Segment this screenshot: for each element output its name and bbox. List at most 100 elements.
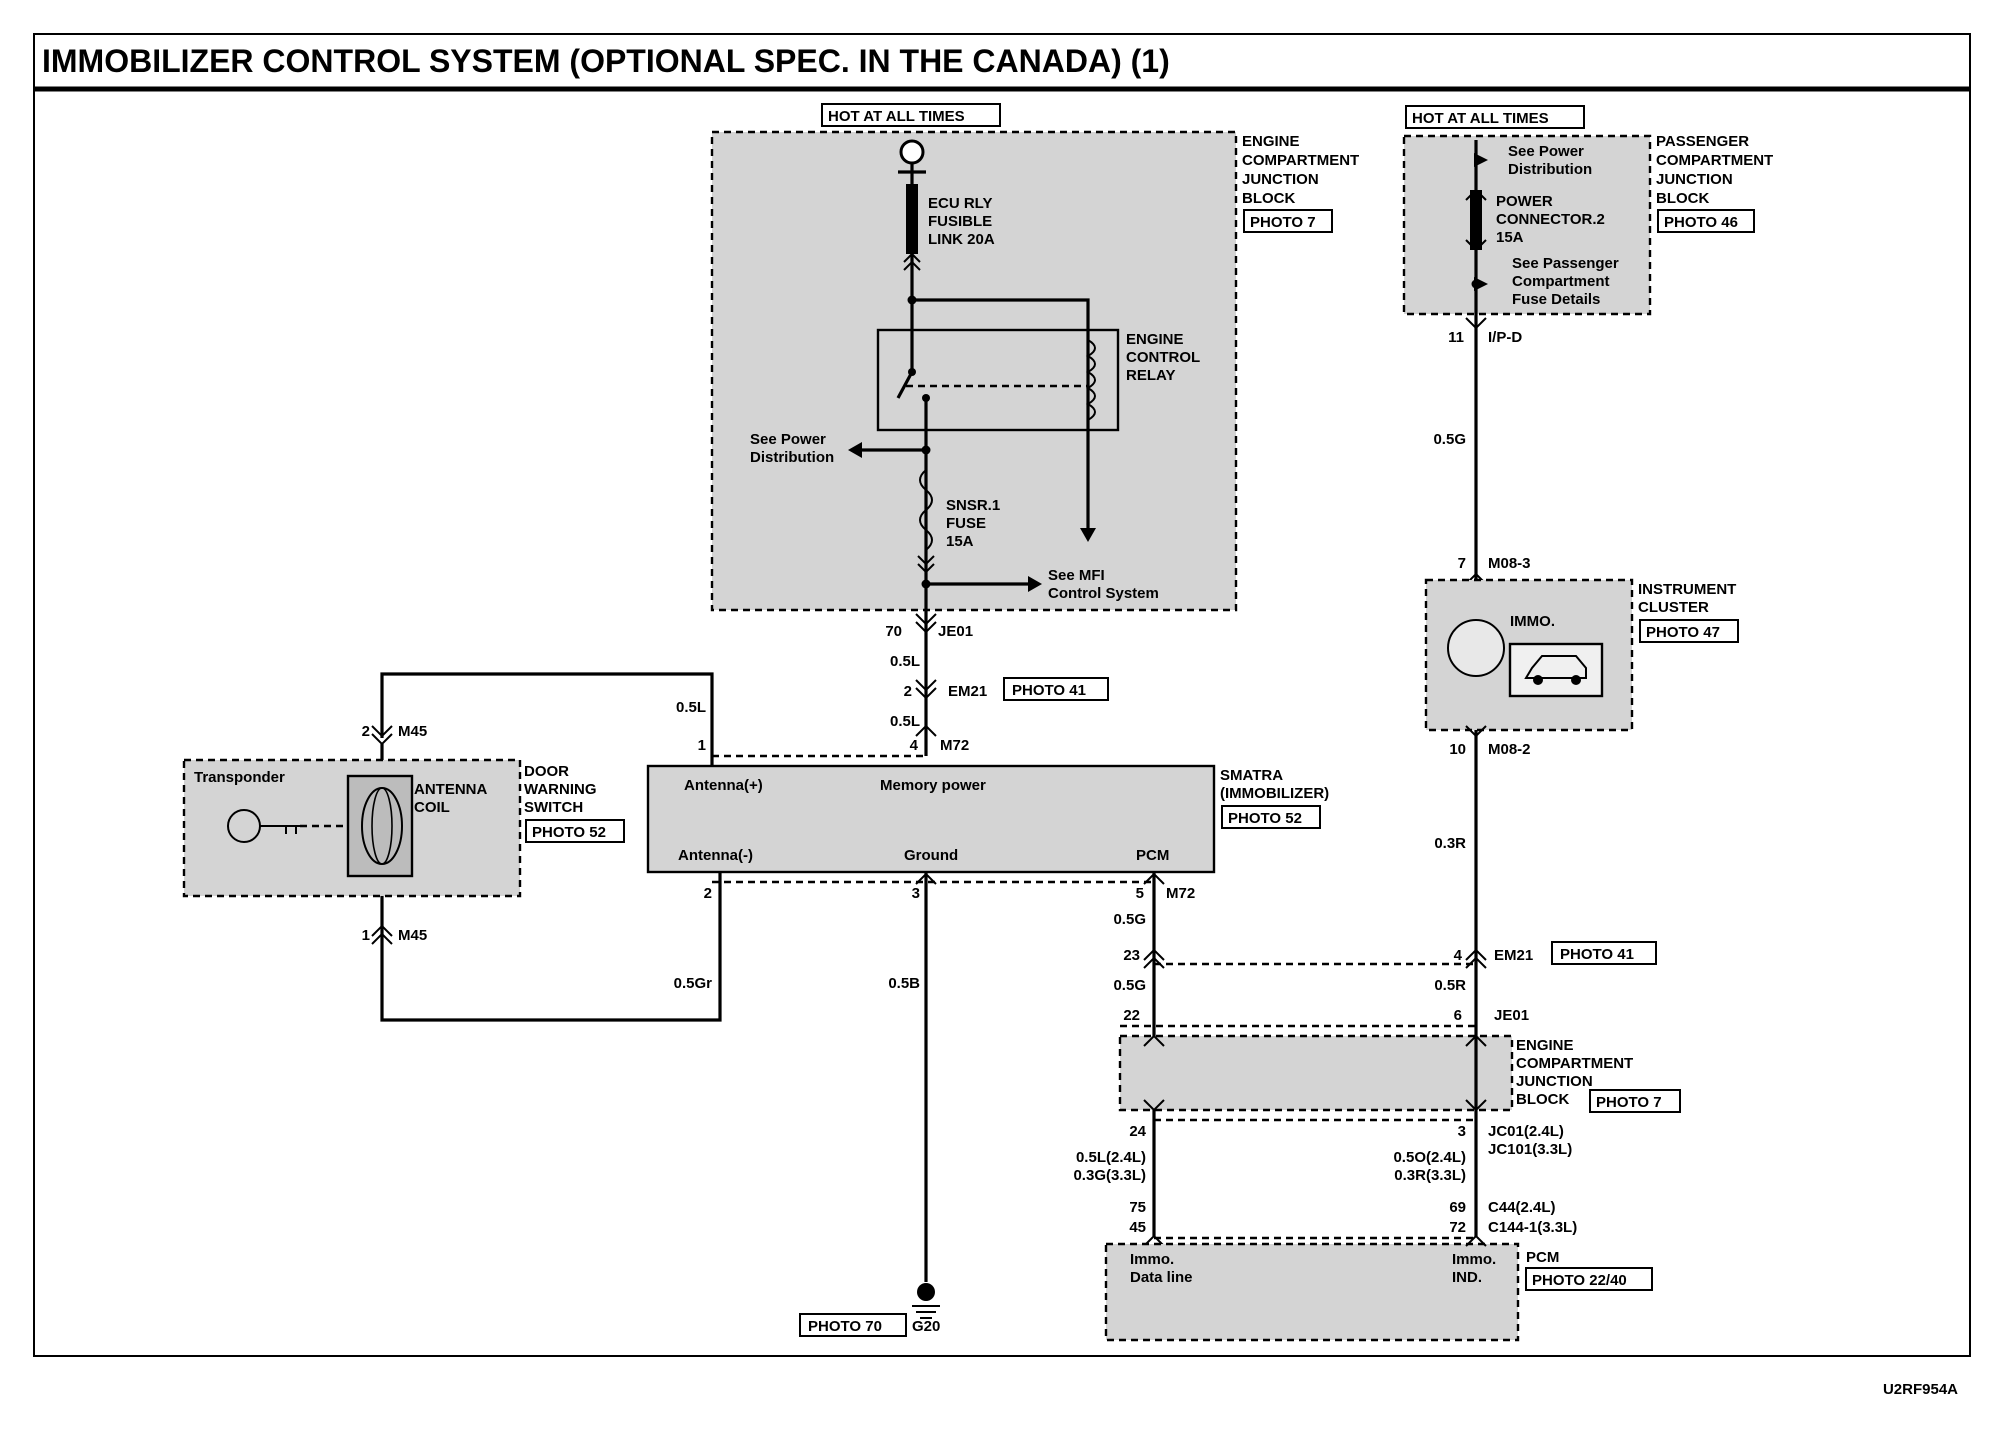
- relay-coil-icon: [1085, 339, 1096, 421]
- engine-jb-photo: PHOTO 7: [1250, 214, 1316, 231]
- smatra-pin-ground: Ground: [904, 847, 958, 864]
- wire-05B: 0.5B: [888, 975, 920, 992]
- conn-pcm-45: 45: [1129, 1219, 1146, 1236]
- conn-m08-10: M08-2: [1488, 741, 1531, 758]
- pcm-module: [1106, 1244, 1518, 1340]
- svg-text:See Power: See Power: [750, 431, 826, 448]
- hot-at-all-times-tag-left: [821, 103, 1001, 127]
- transponder-label: Transponder: [194, 769, 285, 786]
- conn-m72-4-pin: 4: [910, 737, 919, 754]
- svg-text:Compartment: Compartment: [1512, 273, 1610, 290]
- conn-em21-4-pin: 4: [1454, 947, 1463, 964]
- conn-pcm-75: 75: [1129, 1199, 1146, 1216]
- conn-c44: C44(2.4L): [1488, 1199, 1556, 1216]
- svg-text:ENGINE: ENGINE: [1242, 133, 1300, 150]
- svg-text:JUNCTION: JUNCTION: [1242, 171, 1319, 188]
- svg-text:WARNING: WARNING: [524, 781, 597, 798]
- lower-engine-junction-block: [1120, 1036, 1512, 1110]
- passenger-jb-photo-tag: [1657, 209, 1755, 233]
- svg-text:INSTRUMENT: INSTRUMENT: [1638, 581, 1736, 598]
- conn-je01-22: 22: [1123, 1007, 1140, 1024]
- engine-jb-photo-tag: [1243, 209, 1333, 233]
- conn-em21-2-pin: 2: [904, 683, 912, 700]
- lower-ecj-photo-tag: [1589, 1089, 1681, 1113]
- svg-text:Control System: Control System: [1048, 585, 1159, 602]
- svg-text:CLUSTER: CLUSTER: [1638, 599, 1709, 616]
- svg-text:Immo.: Immo.: [1452, 1251, 1496, 1268]
- conn-je01-70-pin: 70: [885, 623, 902, 640]
- svg-text:JUNCTION: JUNCTION: [1516, 1073, 1593, 1090]
- wire-03R: 0.3R: [1434, 835, 1466, 852]
- conn-m45-2-pin: 2: [362, 723, 370, 740]
- svg-text:COIL: COIL: [414, 799, 450, 816]
- lower-ecj-title: ENGINE COMPARTMENT JUNCTION BLOCK: [1516, 1037, 1633, 1108]
- pcm-immo-ind-label: Immo. IND.: [1452, 1251, 1496, 1286]
- power-connector-label: POWER CONNECTOR.2 15A: [1496, 193, 1605, 246]
- engine-junction-block: [712, 132, 1236, 610]
- conn-c144: C144-1(3.3L): [1488, 1219, 1577, 1236]
- hot-at-all-times-tag-right: [1405, 105, 1585, 129]
- engine-junction-block-border: [710, 130, 1238, 612]
- svg-text:Distribution: Distribution: [1508, 161, 1592, 178]
- pcm-title: PCM: [1526, 1249, 1559, 1266]
- diagram-frame: [33, 33, 1971, 1357]
- conn-m72-4: M72: [940, 737, 969, 754]
- ground-point: [917, 1283, 935, 1301]
- antenna-coil-label: ANTENNA COIL: [414, 781, 487, 816]
- wire-jc-right-1: 0.5O(2.4L): [1393, 1149, 1466, 1166]
- conn-m45-1: M45: [398, 927, 427, 944]
- pcm-immo-data-label: Immo. Data line: [1130, 1251, 1193, 1286]
- wire-jc-right-2: 0.3R(3.3L): [1394, 1167, 1466, 1184]
- svg-text:CONNECTOR.2: CONNECTOR.2: [1496, 211, 1605, 228]
- svg-text:BLOCK: BLOCK: [1656, 190, 1709, 207]
- svg-text:COMPARTMENT: COMPARTMENT: [1516, 1055, 1633, 1072]
- conn-jc101: JC101(3.3L): [1488, 1141, 1572, 1158]
- conn-m08-7: M08-3: [1488, 555, 1531, 572]
- svg-text:RELAY: RELAY: [1126, 367, 1175, 384]
- pcm-photo: PHOTO 22/40: [1532, 1272, 1627, 1289]
- conn-em21-2: EM21: [948, 683, 987, 700]
- svg-text:ANTENNA: ANTENNA: [414, 781, 487, 798]
- immo-indicator-lamp-icon: [1447, 619, 1505, 677]
- conn-jc-3-pin: 3: [1458, 1123, 1466, 1140]
- svg-text:SWITCH: SWITCH: [524, 799, 583, 816]
- smatra-title: SMATRA (IMMOBILIZER): [1220, 767, 1329, 802]
- svg-text:FUSIBLE: FUSIBLE: [928, 213, 992, 230]
- immo-label: IMMO.: [1510, 613, 1555, 630]
- svg-text:BLOCK: BLOCK: [1242, 190, 1295, 207]
- svg-text:ECU RLY: ECU RLY: [928, 195, 992, 212]
- conn-em21-4: EM21: [1494, 947, 1533, 964]
- svg-text:FUSE: FUSE: [946, 515, 986, 532]
- svg-text:15A: 15A: [946, 533, 974, 550]
- em21-right-photo-tag: [1551, 941, 1657, 965]
- car-key-symbol-icon: [1508, 642, 1604, 698]
- svg-text:DOOR: DOOR: [524, 763, 569, 780]
- conn-ipd-11: I/P-D: [1488, 329, 1522, 346]
- svg-text:See Power: See Power: [1508, 143, 1584, 160]
- svg-text:15A: 15A: [1496, 229, 1524, 246]
- svg-text:PASSENGER: PASSENGER: [1656, 133, 1749, 150]
- em21-photo-tag: [1003, 677, 1109, 701]
- conn-pcm-69-pin: 69: [1449, 1199, 1466, 1216]
- svg-text:CONTROL: CONTROL: [1126, 349, 1200, 366]
- ground-id: G20: [912, 1318, 940, 1335]
- power-source-terminal: [899, 139, 925, 165]
- fusible-link-label: ECU RLY FUSIBLE LINK 20A: [928, 195, 995, 248]
- passenger-jb-title: PASSENGER COMPARTMENT JUNCTION BLOCK: [1656, 133, 1773, 207]
- svg-text:LINK 20A: LINK 20A: [928, 231, 995, 248]
- conn-je01-6-pin: 6: [1454, 1007, 1462, 1024]
- svg-text:BLOCK: BLOCK: [1516, 1091, 1569, 1108]
- door-switch-title: DOOR WARNING SWITCH: [524, 763, 597, 816]
- conn-m45-2: M45: [398, 723, 427, 740]
- smatra-photo: PHOTO 52: [1228, 810, 1302, 827]
- svg-text:SNSR.1: SNSR.1: [946, 497, 1000, 514]
- conn-m72-5: M72: [1166, 885, 1195, 902]
- conn-em21-23: 23: [1123, 947, 1140, 964]
- conn-m72-2: 2: [704, 885, 712, 902]
- wire-05G-top: 0.5G: [1433, 431, 1466, 448]
- door-switch-photo-tag: [525, 819, 625, 843]
- conn-m08-7-pin: 7: [1458, 555, 1466, 572]
- em21-photo: PHOTO 41: [1012, 682, 1086, 699]
- snsr-fuse-icon: [919, 469, 933, 551]
